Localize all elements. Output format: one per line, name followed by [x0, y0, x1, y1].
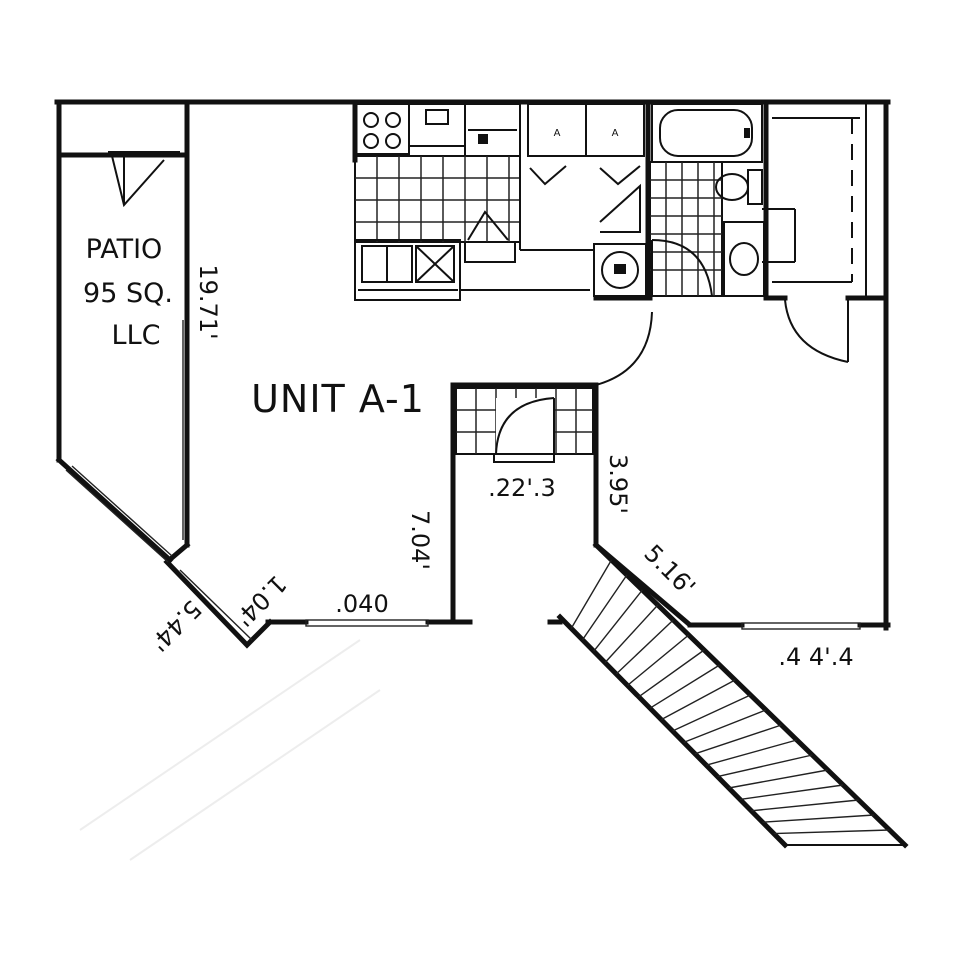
kitchen-tile-floor: [355, 156, 520, 242]
stair-tread: [728, 769, 828, 789]
stair-tread: [593, 589, 643, 652]
stair-tread: [739, 784, 844, 801]
stair-tread: [570, 559, 613, 629]
stair-tread: [660, 679, 736, 721]
exterior-walls: [54, 99, 891, 649]
patio-sliding-door: [65, 320, 184, 563]
stair-tread: [751, 799, 859, 812]
bedroom-door-swing: [595, 311, 653, 386]
dim-patio-diag: 5.44': [145, 595, 207, 657]
patio-label-line2: 95 SQ.: [83, 278, 173, 309]
bathroom: [649, 103, 796, 297]
stair-tread: [683, 709, 767, 744]
dim-hall-south: .22'.3: [488, 474, 556, 502]
patio-label-line3: LLC: [112, 320, 161, 351]
kitchen-island: [354, 239, 461, 301]
patio-label: PATIO 95 SQ. LLC: [83, 234, 173, 351]
dimension-labels: 19.71' 1.04' 5.44' .040 7.04' .22'.3 3.9…: [145, 264, 854, 671]
stair-tread: [773, 829, 890, 835]
patio-storage-door: [108, 151, 180, 208]
dim-bedroom-south: .4 4'.4: [778, 643, 853, 671]
exterior-stairs: [547, 541, 909, 849]
toilet-tank: [747, 169, 763, 205]
dim-stair-wall: 3.95': [604, 454, 632, 514]
svg-text:A: A: [554, 128, 561, 139]
stair-tread: [649, 664, 720, 709]
dim-entry-east: 7.04': [406, 510, 434, 570]
entry-tile: [455, 387, 594, 463]
windows: [179, 569, 861, 641]
bedroom-closet: [772, 104, 867, 363]
dim-west-wall: 19.71': [194, 264, 222, 339]
stair-tread: [717, 754, 813, 778]
patio-label-line1: PATIO: [86, 234, 163, 265]
stair-tread: [706, 739, 798, 766]
dim-south-living: .040: [335, 590, 388, 618]
stair-tread: [615, 619, 674, 675]
vanity: [723, 221, 765, 297]
toilet: [715, 173, 749, 201]
stair-tread: [638, 649, 705, 698]
water-heater: [593, 243, 647, 297]
unit-label: UNIT A-1: [251, 377, 425, 421]
stair-tread: [604, 604, 659, 664]
stair-tread: [672, 694, 751, 732]
range: [354, 103, 410, 155]
svg-text:A: A: [612, 128, 619, 139]
laundry-closet: A A: [520, 103, 647, 297]
stair-tread: [581, 574, 628, 641]
stair-tread: [694, 724, 782, 755]
stair-tread: [762, 814, 875, 823]
bath-tile-floor: [650, 162, 722, 296]
kitchen: [354, 103, 590, 301]
stair-tread: [627, 634, 690, 686]
ghost-stair: [79, 639, 381, 861]
